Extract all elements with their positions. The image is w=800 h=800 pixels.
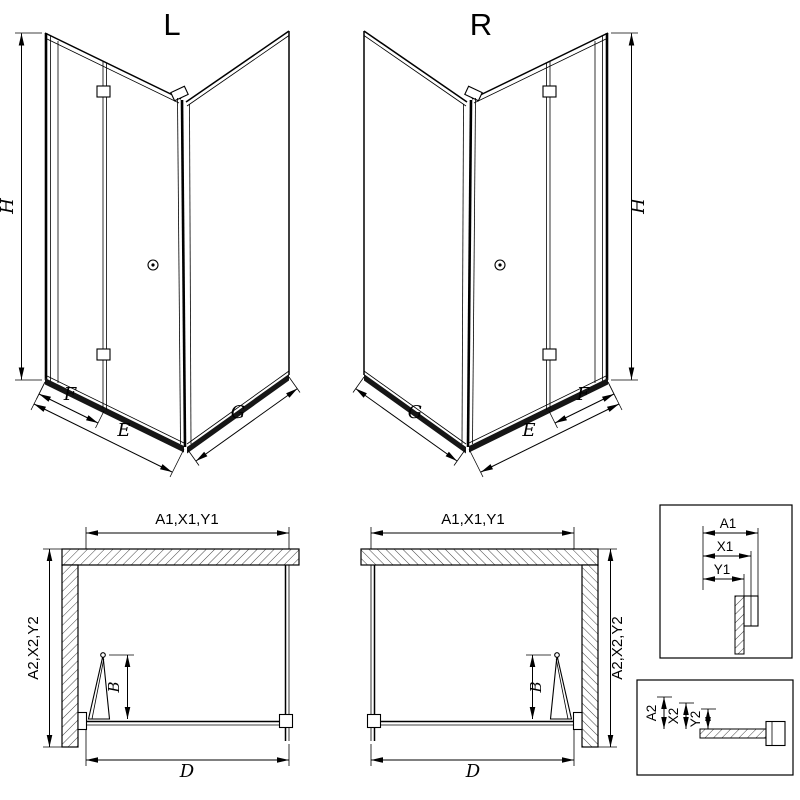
- corner-post: [170, 85, 189, 448]
- variant-label-right: R: [470, 7, 492, 42]
- hinge-bottom: [96, 348, 111, 361]
- detail-y2-label: Y2: [688, 711, 703, 728]
- detail-box-top: A1 X1 Y1: [659, 504, 793, 659]
- wall-profile: [44, 33, 51, 381]
- side-panel-top-edge: [185, 30, 290, 107]
- dim-label-e-right: E: [521, 420, 535, 441]
- iso-enclosure-geometry: [15, 30, 301, 478]
- detail-x1-label: X1: [717, 539, 734, 554]
- corner-bracket: [170, 85, 189, 102]
- wall-side: [61, 564, 79, 748]
- plan-right-d-label: D: [465, 761, 481, 782]
- dim-g: [187, 376, 301, 466]
- wall-top: [61, 548, 300, 566]
- hinge-top: [96, 85, 111, 98]
- plan-right-side-dim-label: A2,X2,Y2: [609, 616, 626, 679]
- detail-y1-label: Y1: [714, 562, 731, 577]
- detail-a2-label: A2: [644, 705, 659, 722]
- plan-right-top-dim-label: A1,X1,Y1: [441, 511, 504, 528]
- plan-left-b-label: B: [105, 681, 123, 693]
- side-glass-plan: [278, 565, 294, 741]
- corner-connector: [278, 713, 294, 729]
- detail-box-bottom-frame: [636, 679, 794, 776]
- fold-hinge: [100, 652, 106, 658]
- plan-left-top-dim-label: A1,X1,Y1: [155, 511, 218, 528]
- dim-label-height-right: H: [628, 198, 649, 215]
- door-top-edge: [44, 32, 182, 104]
- plan-right-view: [361, 527, 617, 766]
- detail-a1-label: A1: [720, 516, 737, 531]
- glass-section-horizontal: [699, 728, 773, 739]
- plan-geometry: [43, 527, 300, 766]
- door-glass-plan: [77, 652, 280, 731]
- dim-d: [85, 730, 290, 766]
- dim-label-g-right: G: [408, 402, 422, 423]
- dim-label-e-left: E: [116, 420, 130, 441]
- dim-label-f-right: F: [576, 384, 591, 405]
- door-knob-center: [151, 263, 155, 267]
- dim-label-height-left: H: [0, 198, 18, 215]
- iso-right-view: [353, 31, 638, 477]
- dim-height: [15, 32, 42, 381]
- bottom-tray: [44, 370, 290, 454]
- detail-box-bottom: A2 X2 Y2: [636, 679, 794, 776]
- detail-x2-label: X2: [666, 708, 681, 725]
- plan-right-b-label: B: [527, 681, 545, 693]
- plan-left-d-label: D: [179, 761, 195, 782]
- iso-left-view: [15, 30, 301, 478]
- detail-box-top-frame: [659, 504, 793, 659]
- side-panel-inner-edge: [189, 103, 192, 445]
- glass-section: [734, 595, 745, 655]
- wall-profile-plan: [77, 711, 88, 731]
- dim-e: [30, 381, 185, 478]
- dim-label-g-left: G: [231, 402, 245, 423]
- folded-door-wedge: [87, 655, 111, 720]
- plan-left-view: [43, 527, 300, 766]
- bifold-door: [57, 41, 181, 445]
- plan-left-side-dim-label: A2,X2,Y2: [25, 616, 42, 679]
- dim-a2x2y2: [43, 548, 62, 748]
- clamp-profile: [765, 720, 786, 747]
- door-leading-edge: [177, 97, 181, 445]
- dim-label-f-left: F: [63, 384, 78, 405]
- dim-a1x1y1: [85, 527, 290, 549]
- dim-b: [109, 654, 134, 719]
- variant-label-left: L: [163, 7, 180, 42]
